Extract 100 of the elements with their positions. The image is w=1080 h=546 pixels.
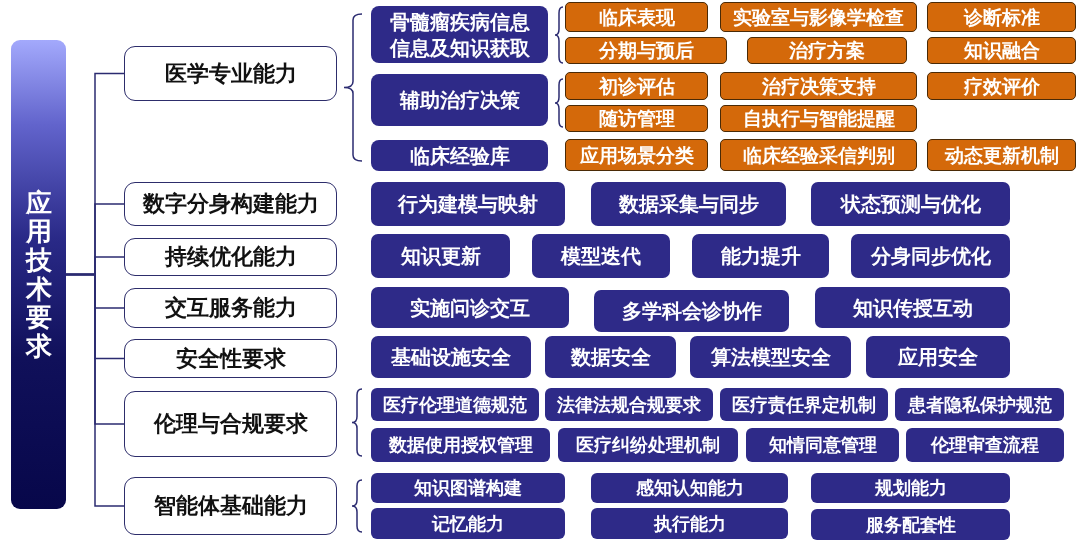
item-label: 知识更新	[400, 244, 481, 268]
item-box	[906, 428, 1064, 462]
item-box	[927, 37, 1076, 64]
item-label: 伦理审查流程	[931, 434, 1039, 456]
item-label: 感知认知能力	[635, 477, 744, 499]
item-label: 初诊评估	[598, 74, 675, 98]
item-box	[371, 234, 510, 278]
item-box	[811, 473, 1010, 503]
category-box	[124, 288, 337, 328]
item-label: 服务配套性	[865, 513, 956, 536]
item-box	[594, 290, 789, 332]
category-label: 医学专业能力	[164, 59, 297, 88]
item-box	[747, 37, 907, 64]
category-box	[124, 477, 337, 535]
item-label: 应用安全	[898, 345, 978, 369]
item-label: 数据使用授权管理	[388, 434, 533, 456]
category-label: 持续优化能力	[164, 243, 297, 271]
item-box	[558, 428, 738, 462]
category-label: 伦理与合规要求	[153, 410, 308, 438]
item-label: 基础设施安全	[391, 345, 511, 369]
item-box	[565, 139, 708, 171]
item-box	[720, 72, 917, 100]
item-label: 随访管理	[598, 107, 675, 130]
connector-line	[65, 273, 125, 507]
category-box	[124, 46, 337, 101]
title-bar	[11, 40, 66, 509]
item-box	[371, 388, 539, 421]
subcategory-box	[371, 140, 548, 171]
item-box	[371, 508, 565, 539]
item-box	[371, 287, 569, 328]
item-box	[720, 105, 917, 132]
item-label: 数据采集与同步	[618, 192, 759, 216]
item-box	[746, 428, 899, 462]
item-box	[371, 182, 565, 226]
item-box	[591, 508, 788, 539]
item-label: 知识融合	[963, 39, 1040, 62]
category-box	[124, 339, 337, 378]
category-box	[124, 238, 337, 276]
item-label: 诊断标准	[963, 5, 1040, 29]
item-label: 知识图谱构建	[414, 477, 522, 499]
item-box	[371, 336, 531, 378]
item-label: 医疗伦理道德规范	[383, 393, 527, 416]
item-box	[591, 473, 788, 503]
item-box	[545, 336, 676, 378]
item-label: 记忆能力	[432, 512, 504, 535]
item-label: 多学科会诊协作	[621, 299, 762, 323]
item-label: 实施问诊交互	[410, 295, 530, 320]
item-label: 分身同步优化	[870, 244, 991, 268]
item-label: 应用场景分类	[579, 143, 694, 167]
item-box	[927, 72, 1076, 100]
item-box	[720, 388, 888, 421]
item-label: 模型迭代	[561, 244, 641, 268]
title-text: 应用技术要求	[25, 188, 52, 361]
subcategory-label: 骨髓瘤疾病信息信息及知识获取	[388, 8, 531, 61]
item-label: 临床表现	[598, 5, 675, 29]
category-box	[124, 391, 337, 457]
item-box	[927, 2, 1076, 32]
category-label: 交互服务能力	[164, 294, 297, 322]
item-box	[565, 2, 708, 32]
item-box	[371, 428, 550, 462]
item-box	[565, 72, 708, 100]
item-box	[895, 388, 1064, 421]
subcategory-label: 临床经验库	[409, 142, 510, 169]
category-label: 安全性要求	[175, 344, 286, 373]
item-box	[690, 336, 851, 378]
item-label: 算法模型安全	[710, 345, 831, 369]
item-label: 能力提升	[720, 244, 801, 268]
item-label: 临床经验采信判别	[742, 143, 895, 167]
item-label: 规划能力	[874, 477, 947, 499]
item-label: 知识传授互动	[852, 295, 973, 320]
item-box	[591, 182, 786, 226]
item-box	[720, 2, 917, 32]
item-box	[811, 509, 1010, 540]
subcategory-box	[371, 6, 548, 63]
subcategory-label: 辅助治疗决策	[399, 87, 520, 113]
item-box	[927, 139, 1076, 171]
category-label: 数字分身构建能力	[142, 190, 319, 218]
item-box	[811, 182, 1010, 226]
item-label: 自执行与智能提醒	[742, 107, 895, 130]
item-label: 动态更新机制	[944, 143, 1059, 167]
item-box	[565, 37, 727, 64]
item-label: 执行能力	[653, 512, 726, 535]
item-box	[545, 388, 713, 421]
item-box	[371, 473, 565, 503]
item-label: 实验室与影像学检查	[733, 5, 904, 29]
item-box	[692, 234, 829, 278]
item-label: 医疗责任界定机制	[732, 393, 876, 416]
item-box	[815, 287, 1010, 328]
item-box	[851, 234, 1010, 278]
item-label: 患者隐私保护规范	[907, 393, 1052, 416]
item-label: 行为建模与映射	[398, 192, 538, 216]
item-box	[720, 139, 917, 171]
category-box	[124, 182, 337, 226]
item-label: 疗效评价	[963, 74, 1040, 98]
item-label: 治疗方案	[789, 39, 865, 62]
item-label: 医疗纠纷处理机制	[576, 434, 720, 456]
item-label: 治疗决策支持	[761, 74, 876, 98]
item-box	[866, 336, 1010, 378]
item-label: 法律法规合规要求	[557, 393, 701, 416]
item-label: 知情同意管理	[768, 434, 877, 456]
